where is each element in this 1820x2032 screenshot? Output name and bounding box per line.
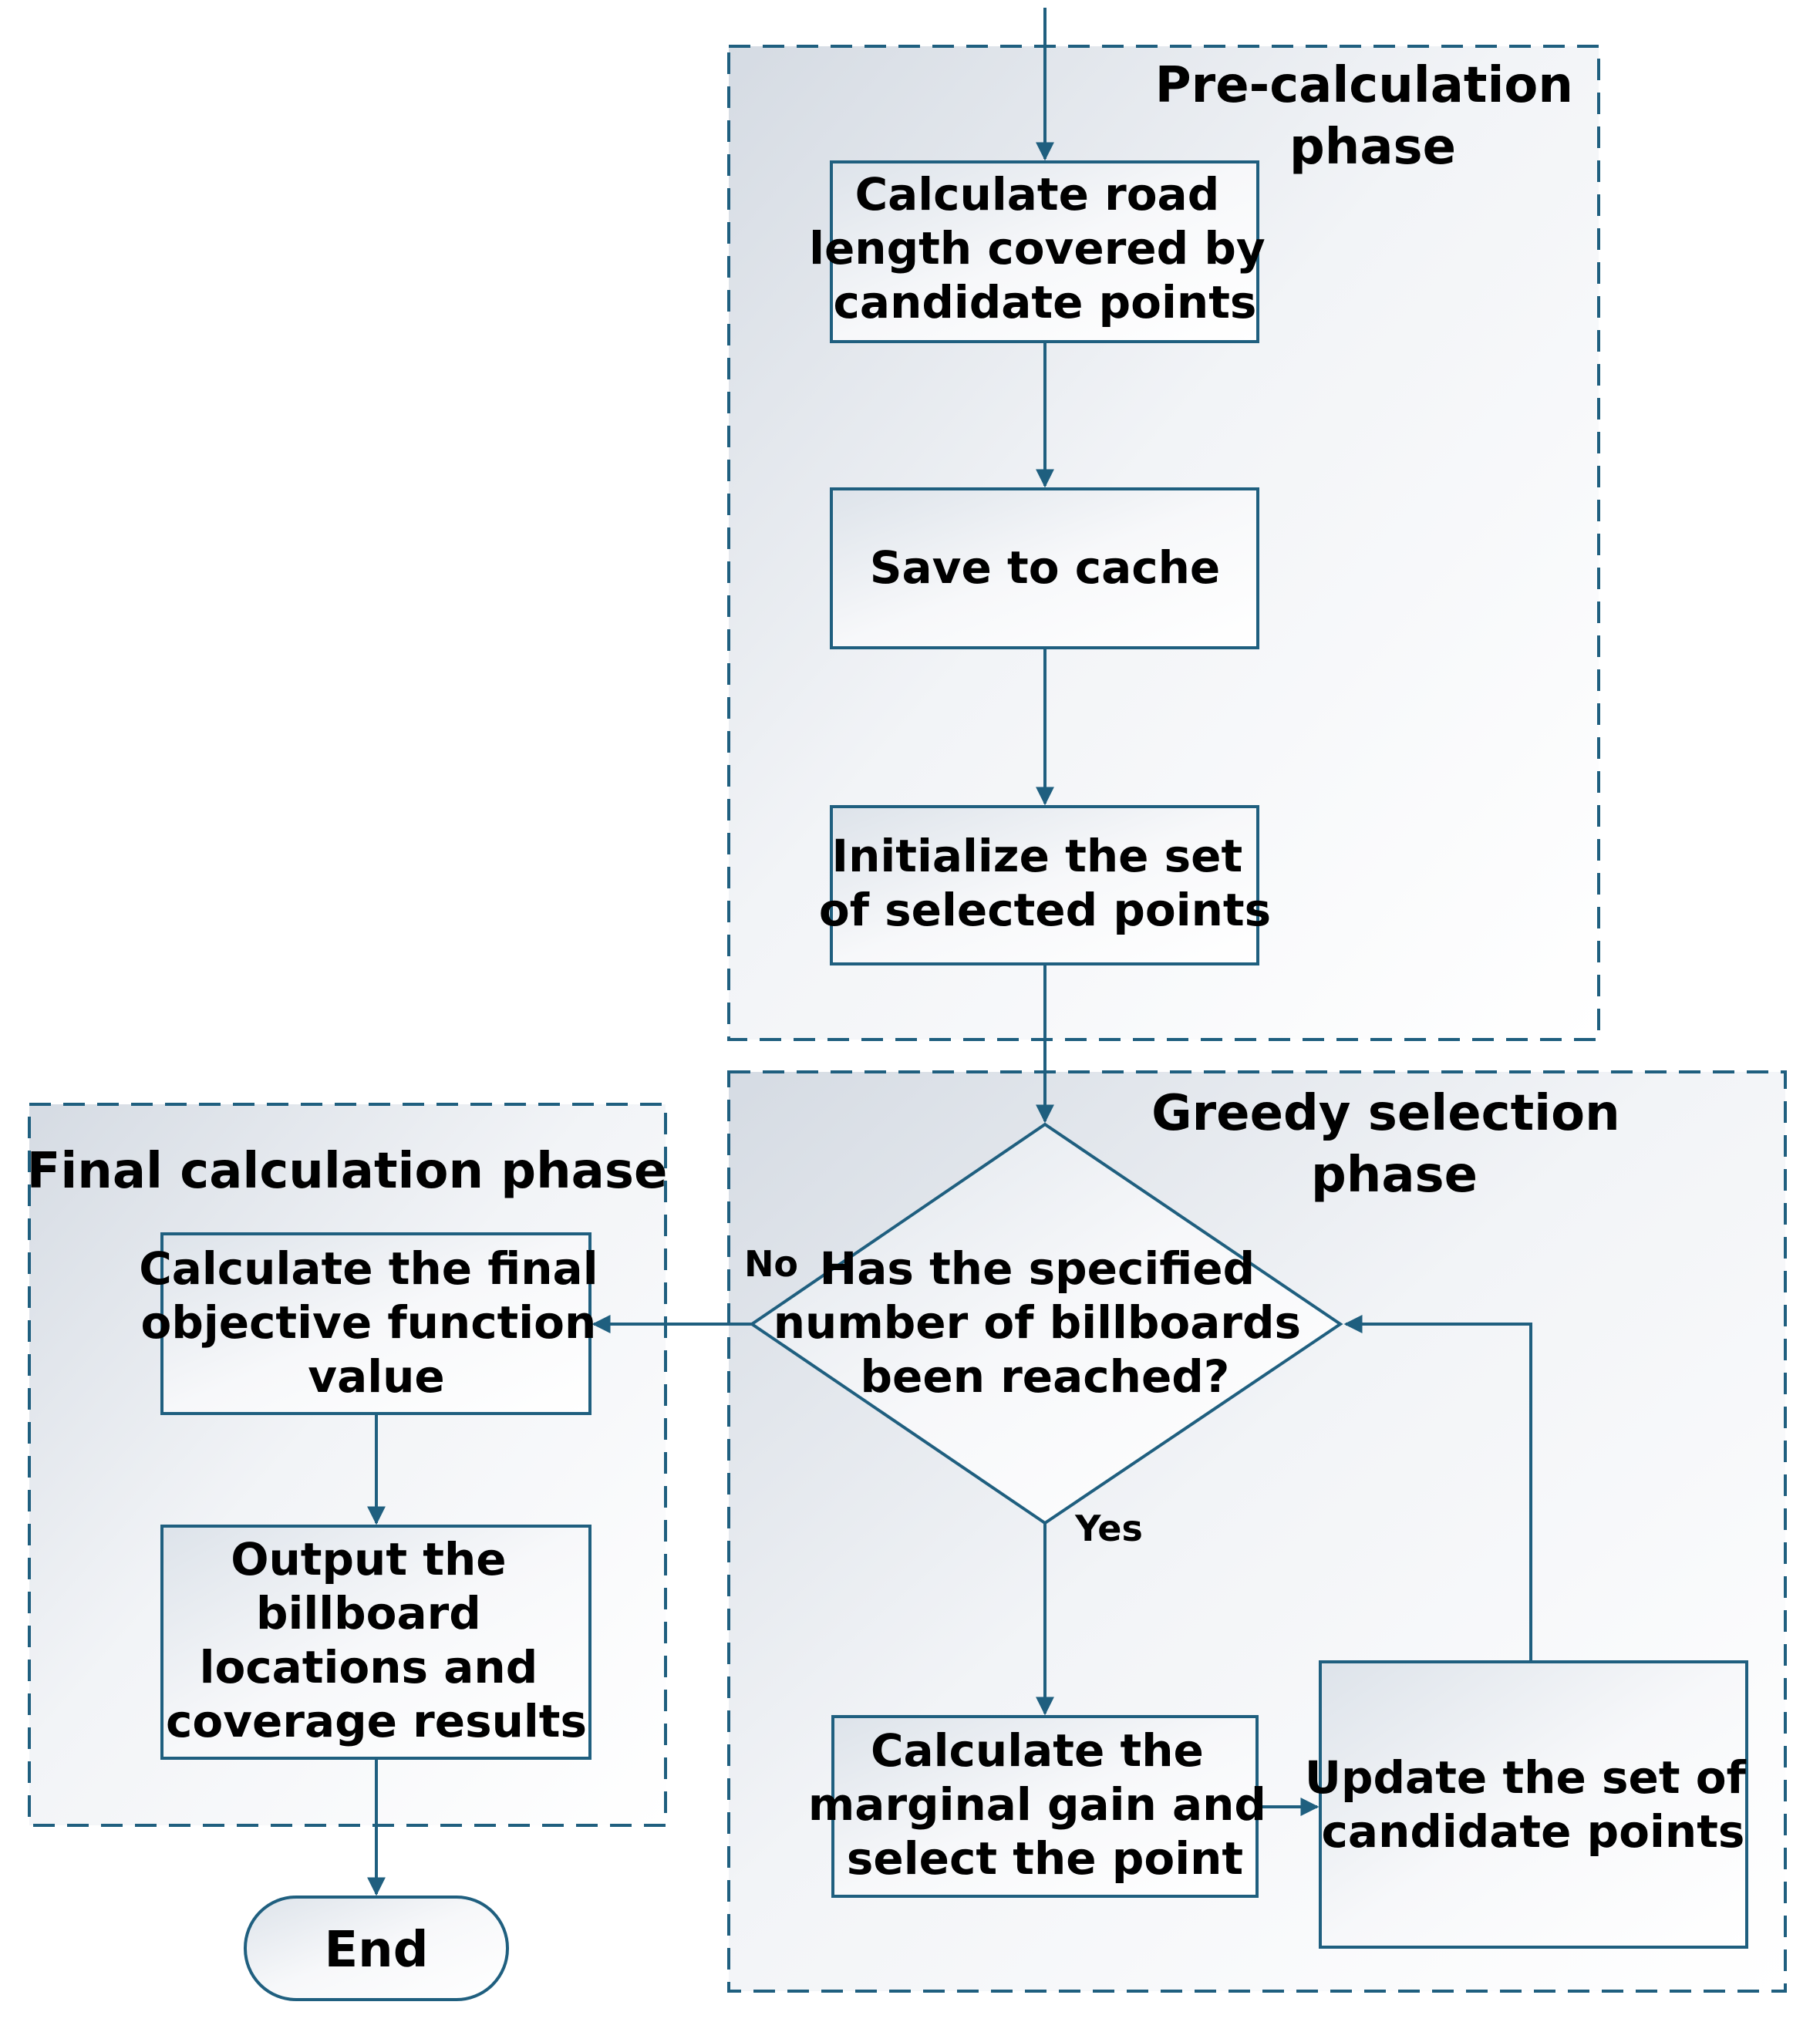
node-line: value xyxy=(308,1350,444,1403)
node-line: number of billboards xyxy=(774,1296,1301,1349)
update-candidates-box xyxy=(1319,1660,1748,1949)
node-line: locations and xyxy=(200,1641,538,1693)
init-selected-box xyxy=(830,805,1259,965)
calc-marginal-box xyxy=(831,1715,1259,1898)
save-cache-text: Save to cache xyxy=(870,541,1221,594)
save-cache-box xyxy=(830,487,1259,649)
calc-marginal-text: Calculate the marginal gain and select t… xyxy=(808,1724,1282,1885)
pre-calculation-phase-title: Pre-calculation phase xyxy=(1155,57,1590,176)
node-line: Initialize the set xyxy=(832,830,1243,882)
node-line: candidate points xyxy=(1322,1805,1745,1858)
node-line: Update the set of xyxy=(1305,1751,1747,1804)
decision-text: Has the specified number of billboards b… xyxy=(774,1242,1316,1403)
node-line: candidate points xyxy=(834,276,1257,329)
calc-final-box xyxy=(160,1232,592,1415)
end-text: End xyxy=(324,1922,428,1979)
node-line: objective function xyxy=(140,1296,596,1349)
no-branch-label: No xyxy=(744,1243,798,1285)
greedy-selection-phase-title: Greedy selection phase xyxy=(1151,1085,1637,1204)
calc-road-length-text: Calculate road length covered by candida… xyxy=(809,168,1281,329)
output-results-text: Output the billboard locations and cover… xyxy=(166,1533,587,1747)
calc-road-length-box xyxy=(830,160,1259,343)
node-line: Calculate the final xyxy=(139,1242,598,1295)
node-line: of selected points xyxy=(819,884,1271,936)
arrow-update-loop-back xyxy=(1343,1315,1532,1662)
node-line: Output the xyxy=(231,1533,506,1585)
calc-final-text: Calculate the final objective function v… xyxy=(139,1242,614,1403)
final-calculation-title-line: Final calculation phase xyxy=(27,1143,668,1200)
node-line: Has the specified xyxy=(820,1242,1255,1295)
update-candidates-text: Update the set of candidate points xyxy=(1305,1751,1761,1858)
node-line: Save to cache xyxy=(870,541,1221,594)
node-line: Calculate road xyxy=(855,168,1220,221)
init-selected-text: Initialize the set of selected points xyxy=(819,830,1271,936)
decision-diamond xyxy=(749,1122,1343,1525)
node-line: marginal gain and xyxy=(808,1778,1266,1831)
yes-branch-label: Yes xyxy=(1074,1508,1143,1549)
node-line: been reached? xyxy=(861,1350,1230,1403)
pre-calculation-title-line: phase xyxy=(1289,119,1456,176)
end-terminator xyxy=(244,1896,509,2001)
greedy-selection-title-line: Greedy selection xyxy=(1151,1085,1620,1142)
final-calculation-phase-title: Final calculation phase xyxy=(27,1143,668,1200)
node-line: length covered by xyxy=(809,222,1266,275)
output-results-box xyxy=(160,1525,592,1760)
pre-calculation-title-line: Pre-calculation xyxy=(1155,57,1573,114)
node-line: coverage results xyxy=(166,1695,587,1747)
node-line: select the point xyxy=(847,1832,1243,1885)
node-line: Calculate the xyxy=(871,1724,1204,1777)
greedy-selection-title-line: phase xyxy=(1311,1147,1478,1204)
node-line: billboard xyxy=(256,1587,481,1639)
